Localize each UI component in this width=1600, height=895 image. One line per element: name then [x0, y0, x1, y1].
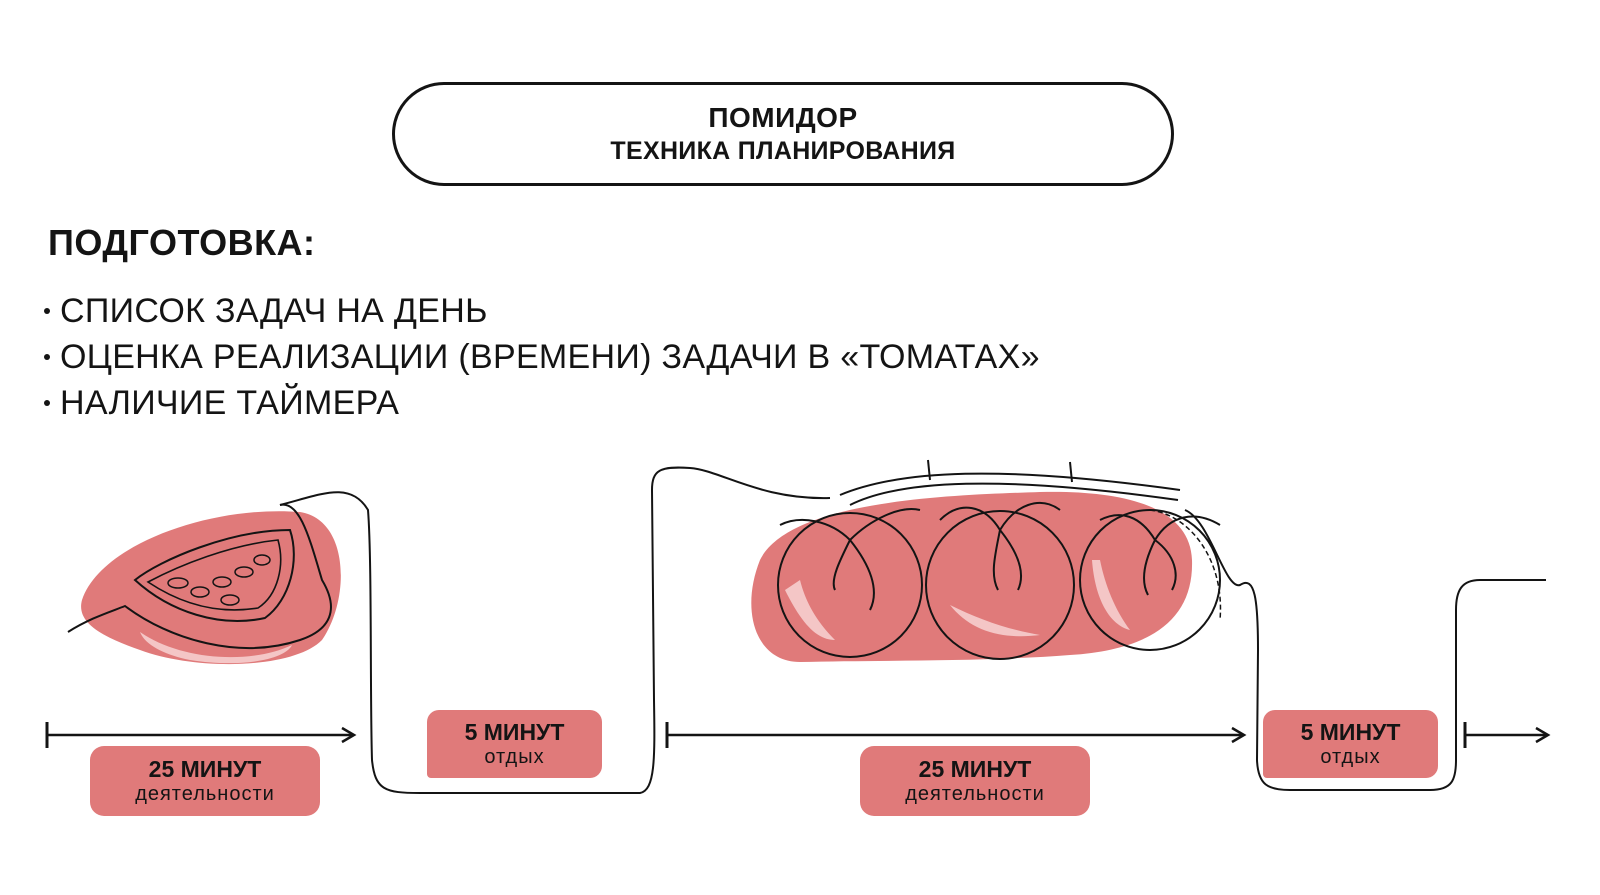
rest-duration: 5 МИНУТ — [464, 719, 565, 745]
list-item: ОЦЕНКА РЕАЛИЗАЦИИ (ВРЕМЕНИ) ЗАДАЧИ В «ТО… — [44, 334, 1040, 380]
work-label: деятельности — [135, 783, 275, 805]
rest-duration: 5 МИНУТ — [1300, 719, 1401, 745]
rest-period-badge: 5 МИНУТ отдых — [1263, 710, 1438, 778]
tomato-slice-icon — [67, 503, 341, 665]
bullet-icon — [44, 400, 50, 406]
timeline-arrow-icon — [1463, 722, 1551, 748]
page-title: ПОМИДОР — [708, 102, 858, 133]
timeline-path — [279, 466, 831, 794]
list-item: НАЛИЧИЕ ТАЙМЕРА — [44, 380, 1040, 426]
bullet-icon — [44, 354, 50, 360]
work-label: деятельности — [905, 783, 1045, 805]
preparation-list: СПИСОК ЗАДАЧ НА ДЕНЬ ОЦЕНКА РЕАЛИЗАЦИИ (… — [44, 288, 1040, 426]
list-item: СПИСОК ЗАДАЧ НА ДЕНЬ — [44, 288, 1040, 334]
timeline-arrow-icon — [45, 722, 357, 748]
work-duration: 25 МИНУТ — [918, 756, 1032, 782]
work-duration: 25 МИНУТ — [148, 756, 262, 782]
rest-label: отдых — [484, 746, 545, 768]
rest-period-badge: 5 МИНУТ отдых — [427, 710, 602, 778]
bullet-icon — [44, 308, 50, 314]
title-box: ПОМИДОР ТЕХНИКА ПЛАНИРОВАНИЯ — [392, 82, 1174, 186]
preparation-heading: ПОДГОТОВКА: — [48, 222, 316, 263]
cherry-tomatoes-icon — [751, 459, 1222, 662]
page-subtitle: ТЕХНИКА ПЛАНИРОВАНИЯ — [610, 137, 956, 165]
rest-label: отдых — [1320, 746, 1381, 768]
work-period-badge: 25 МИНУТ деятельности — [90, 746, 320, 816]
work-period-badge: 25 МИНУТ деятельности — [860, 746, 1090, 816]
timeline-arrow-icon — [665, 722, 1247, 748]
